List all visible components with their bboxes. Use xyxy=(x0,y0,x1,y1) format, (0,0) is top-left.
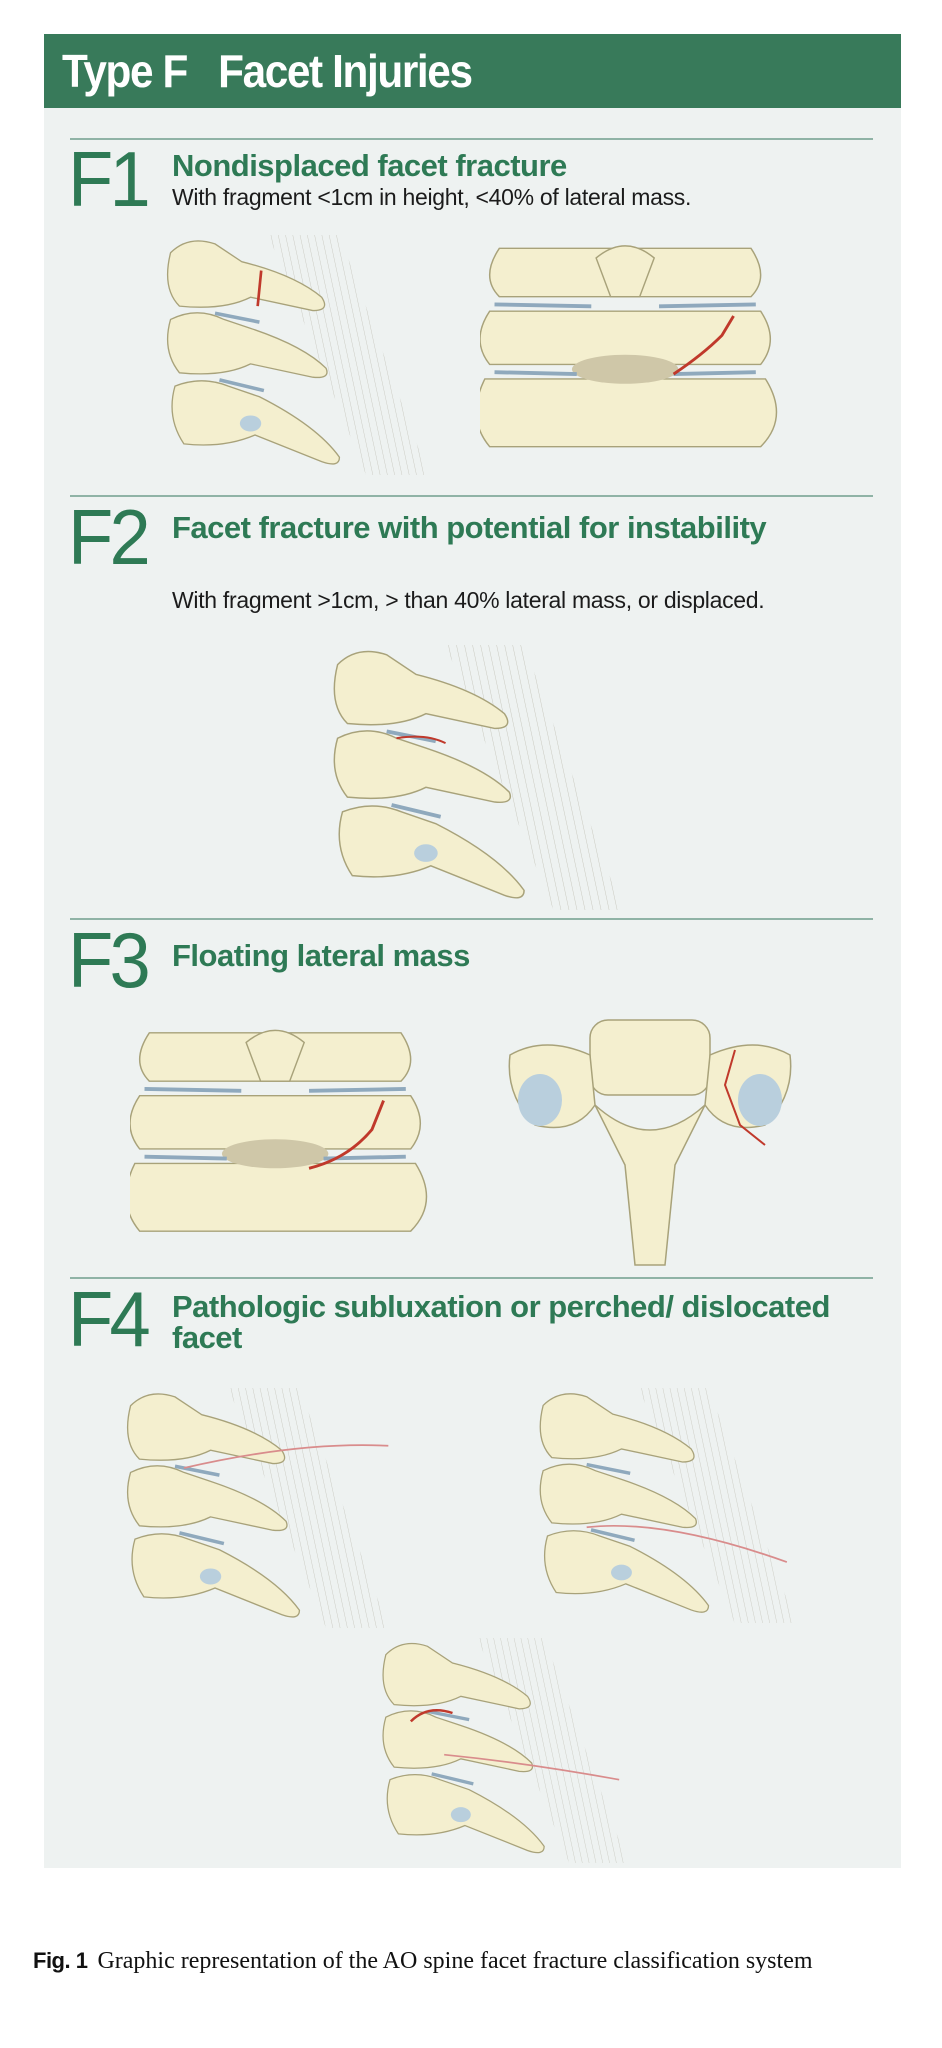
caption-text: Graphic representation of the AO spine f… xyxy=(97,1948,813,1974)
section-subtitle-f1: With fragment <1cm in height, <40% of la… xyxy=(172,184,692,210)
figure-header: Type F Facet Injuries xyxy=(44,34,901,108)
section-code-f1: F1 xyxy=(68,135,151,223)
f4-dislocated-illustration xyxy=(381,1638,630,1863)
divider xyxy=(70,495,873,497)
section-subtitle-f2: With fragment >1cm, > than 40% lateral m… xyxy=(172,587,765,613)
section-code-f4: F4 xyxy=(68,1275,151,1363)
f3-frontal-illustration xyxy=(130,1028,429,1234)
f1-frontal-illustration xyxy=(480,243,779,449)
divider xyxy=(70,918,873,920)
divider xyxy=(70,1277,873,1279)
f1-lateral-illustration xyxy=(165,235,431,475)
section-code-f2: F2 xyxy=(68,493,151,581)
section-title-f3: Floating lateral mass xyxy=(172,938,470,973)
section-code-f3: F3 xyxy=(68,916,151,1004)
figure-caption: Fig. 1 Graphic representation of the AO s… xyxy=(33,1945,913,1977)
section-title-f1: Nondisplaced facet fracture xyxy=(172,148,567,183)
section-title-f4: Pathologic subluxation or perched/ dislo… xyxy=(172,1289,830,1355)
divider xyxy=(70,138,873,140)
section-title-f2: Facet fracture with potential for instab… xyxy=(172,510,767,545)
f2-lateral-illustration xyxy=(332,645,625,910)
f4-perched-illustration xyxy=(538,1388,798,1623)
figure-title: Type F Facet Injuries xyxy=(62,45,473,97)
f3-axial-illustration xyxy=(508,1019,792,1266)
f4-subluxation-illustration xyxy=(125,1388,391,1628)
caption-label: Fig. 1 xyxy=(33,1948,88,1973)
